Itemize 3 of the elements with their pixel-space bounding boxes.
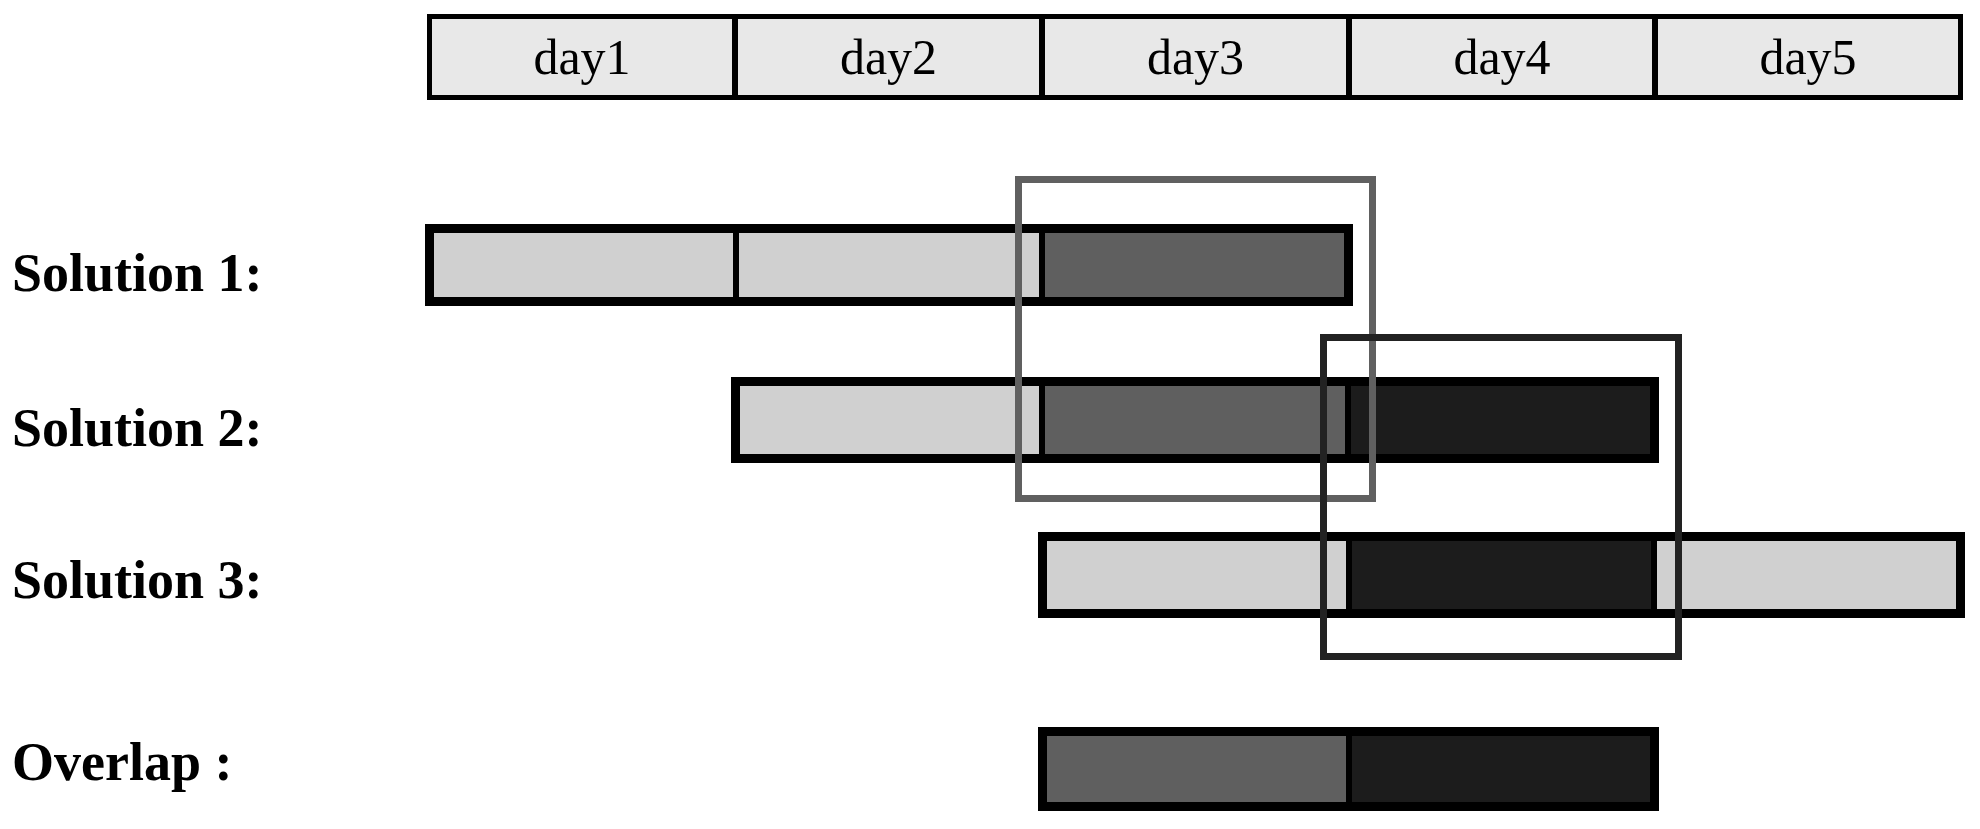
row-label: Solution 3: bbox=[12, 553, 263, 607]
row-label: Solution 1: bbox=[12, 246, 263, 300]
row-label: Solution 2: bbox=[12, 401, 263, 455]
